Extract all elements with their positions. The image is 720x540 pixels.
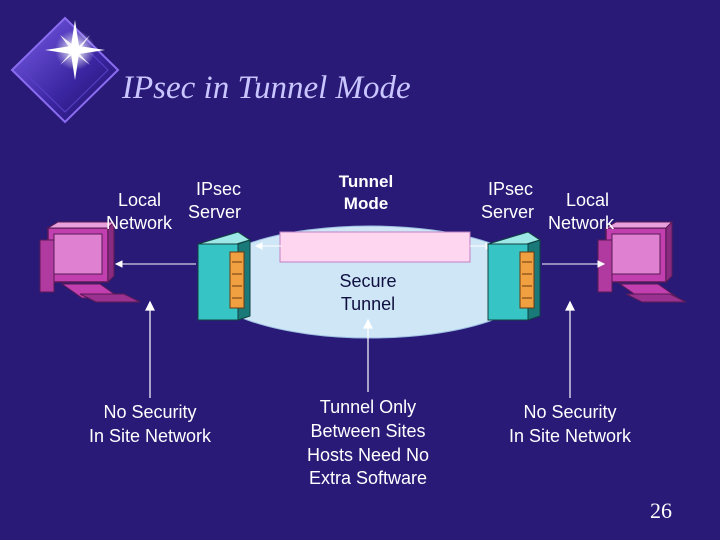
left-ipsec-label: IPsec [196, 179, 242, 199]
left-server-icon [196, 231, 252, 321]
left-server-label: Server [188, 202, 242, 222]
left-computer-icon [39, 220, 141, 303]
left-caption-line2: In Site Network [88, 426, 212, 446]
tunnel-bar [279, 231, 471, 263]
right-local-label: Local [566, 190, 610, 210]
right-server-label: Server [481, 202, 535, 222]
right-network-label: Network [548, 213, 615, 233]
diamond-logo-icon [10, 16, 120, 124]
right-caption-line2: In Site Network [508, 426, 632, 446]
right-server-icon [486, 231, 542, 321]
left-local-label: Local [118, 190, 162, 210]
tunnel-mode-line2: Mode [343, 194, 389, 213]
center-caption-line2: Between Sites [310, 421, 426, 441]
left-caption-line1: No Security [103, 402, 197, 422]
right-ipsec-label: IPsec [488, 179, 534, 199]
left-network-label: Network [106, 213, 173, 233]
center-caption-line1: Tunnel Only [319, 397, 417, 417]
slide-title: IPsec in Tunnel Mode [122, 70, 411, 106]
center-caption-line4: Extra Software [308, 468, 428, 488]
right-computer-icon [597, 220, 687, 303]
secure-tunnel-line1: Secure [339, 271, 397, 291]
caption-arrows [145, 300, 575, 398]
center-caption-line3: Hosts Need No [306, 445, 430, 465]
right-caption-line1: No Security [523, 402, 617, 422]
tunnel-mode-line1: Tunnel [338, 172, 394, 191]
secure-tunnel-line2: Tunnel [340, 294, 396, 314]
page-number: 26 [650, 498, 672, 523]
lan-arrows [114, 260, 606, 268]
